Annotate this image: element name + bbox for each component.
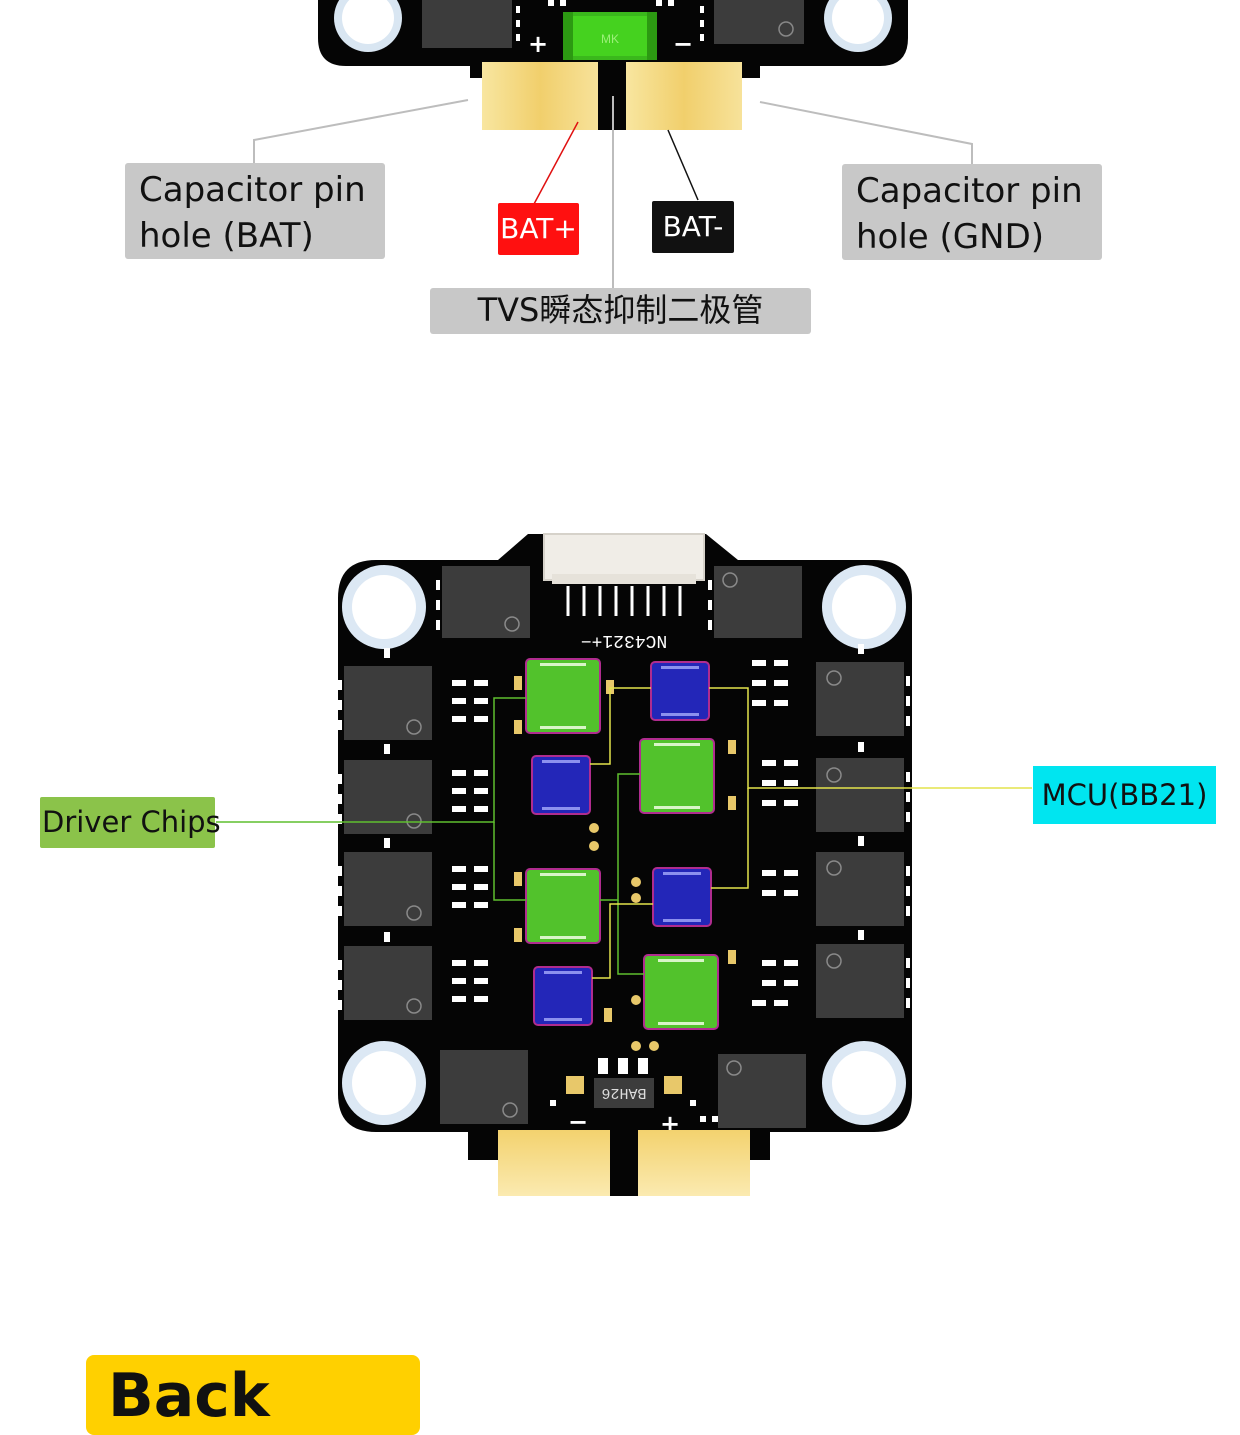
bat-minus-pad	[626, 62, 742, 130]
top-pad-minus-mark: −	[673, 30, 693, 58]
bottom-ic	[594, 1078, 654, 1108]
section-banner-text: Back	[108, 1361, 270, 1431]
driver-chip-4	[643, 954, 719, 1030]
mcu-chip-3	[652, 867, 712, 927]
driver-chip-2	[639, 738, 715, 814]
connector-housing	[543, 533, 705, 581]
board-pad-plus	[638, 1130, 750, 1196]
tvs-diode-label: TVS瞬态抑制二极管	[430, 288, 811, 334]
mcu-label: MCU(BB21)	[1033, 766, 1216, 824]
mcu-chip-2	[531, 755, 591, 815]
driver-chip-3	[525, 868, 601, 944]
mcu-chips	[531, 661, 712, 1026]
connector-pin-labels: NC4321+−	[581, 630, 667, 650]
mount-holes	[342, 565, 906, 1125]
bat-minus-label: BAT-	[652, 201, 734, 253]
top-mosfet-right	[714, 0, 804, 44]
driver-chip-1	[525, 658, 601, 734]
smd-components	[338, 580, 910, 1122]
bat-plus-pad	[482, 62, 598, 130]
top-mosfet-left	[422, 0, 512, 48]
connector-pins	[566, 586, 682, 616]
top-pad-plus-mark: +	[528, 30, 548, 58]
driver-callout-lines	[216, 697, 644, 975]
mcu-chip-4	[533, 966, 593, 1026]
board-pad-minus	[498, 1130, 610, 1196]
capacitor-gnd-line1: Capacitor pin	[856, 171, 1083, 211]
top-board: MK + −	[318, 0, 908, 130]
tvs-chip-mark: MK	[601, 32, 619, 46]
capacitor-bat-line2: hole (BAT)	[139, 216, 314, 256]
capacitor-gnd-line2: hole (GND)	[856, 217, 1045, 257]
capacitor-bat-label: Capacitor pin hole (BAT)	[125, 163, 385, 259]
esc-board: NC4321+−	[338, 533, 912, 1196]
mcu-chip-1	[650, 661, 710, 721]
mcu-callout-lines	[590, 687, 1032, 979]
bat-plus-label: BAT+	[498, 203, 579, 255]
board-pad-minus-mark: −	[568, 1108, 588, 1136]
capacitor-gnd-label: Capacitor pin hole (GND)	[842, 164, 1102, 260]
bottom-ic-mark: BAH26	[601, 1084, 646, 1101]
section-banner: Back	[86, 1355, 420, 1435]
driver-chips-label: Driver Chips	[40, 797, 221, 848]
esc-diagram-canvas: MK + − NC4321+−	[216, 0, 1032, 1196]
capacitor-bat-line1: Capacitor pin	[139, 170, 366, 210]
driver-chips	[525, 658, 719, 1030]
top-callout-lines	[253, 96, 973, 290]
